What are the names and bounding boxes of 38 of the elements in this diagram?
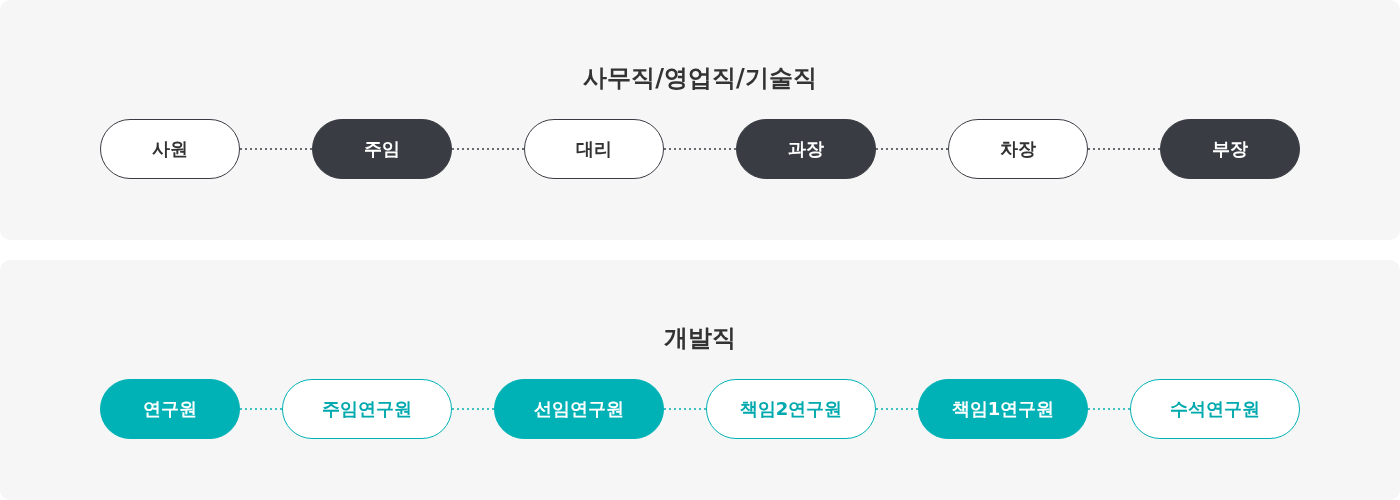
dotted-connector <box>663 408 707 410</box>
rank-label: 책임1연구원 <box>951 397 1055 421</box>
section-title: 사무직/영업직/기술직 <box>583 63 817 94</box>
section-panel <box>0 260 1400 500</box>
rank-pill <box>706 379 876 439</box>
rank-label: 주임연구원 <box>322 397 412 421</box>
dotted-connector <box>239 408 283 410</box>
rank-pill <box>524 119 664 179</box>
rank-pill <box>494 379 664 439</box>
rank-pill <box>918 379 1088 439</box>
rank-label: 선임연구원 <box>534 397 624 421</box>
rank-label: 부장 <box>1212 137 1248 161</box>
dotted-connector <box>875 408 919 410</box>
rank-label: 수석연구원 <box>1170 397 1260 421</box>
dotted-connector <box>663 148 737 150</box>
dotted-connector <box>1087 408 1131 410</box>
dotted-connector <box>875 148 949 150</box>
dotted-connector <box>239 148 313 150</box>
rank-pill <box>1160 119 1300 179</box>
section-panel <box>0 0 1400 240</box>
rank-label: 연구원 <box>143 397 197 421</box>
rank-pill <box>282 379 452 439</box>
rank-label: 차장 <box>1000 137 1036 161</box>
rank-label: 대리 <box>576 137 612 161</box>
dotted-connector <box>451 148 525 150</box>
dotted-connector <box>1087 148 1161 150</box>
rank-pill <box>1130 379 1300 439</box>
rank-pill <box>100 119 240 179</box>
rank-label: 사원 <box>152 137 188 161</box>
rank-pill <box>736 119 876 179</box>
rank-label: 과장 <box>788 137 824 161</box>
rank-label: 책임2연구원 <box>739 397 843 421</box>
section-title: 개발직 <box>664 323 736 354</box>
rank-label: 주임 <box>364 137 400 161</box>
rank-pill <box>100 379 240 439</box>
rank-pill <box>948 119 1088 179</box>
rank-pill <box>312 119 452 179</box>
dotted-connector <box>451 408 495 410</box>
